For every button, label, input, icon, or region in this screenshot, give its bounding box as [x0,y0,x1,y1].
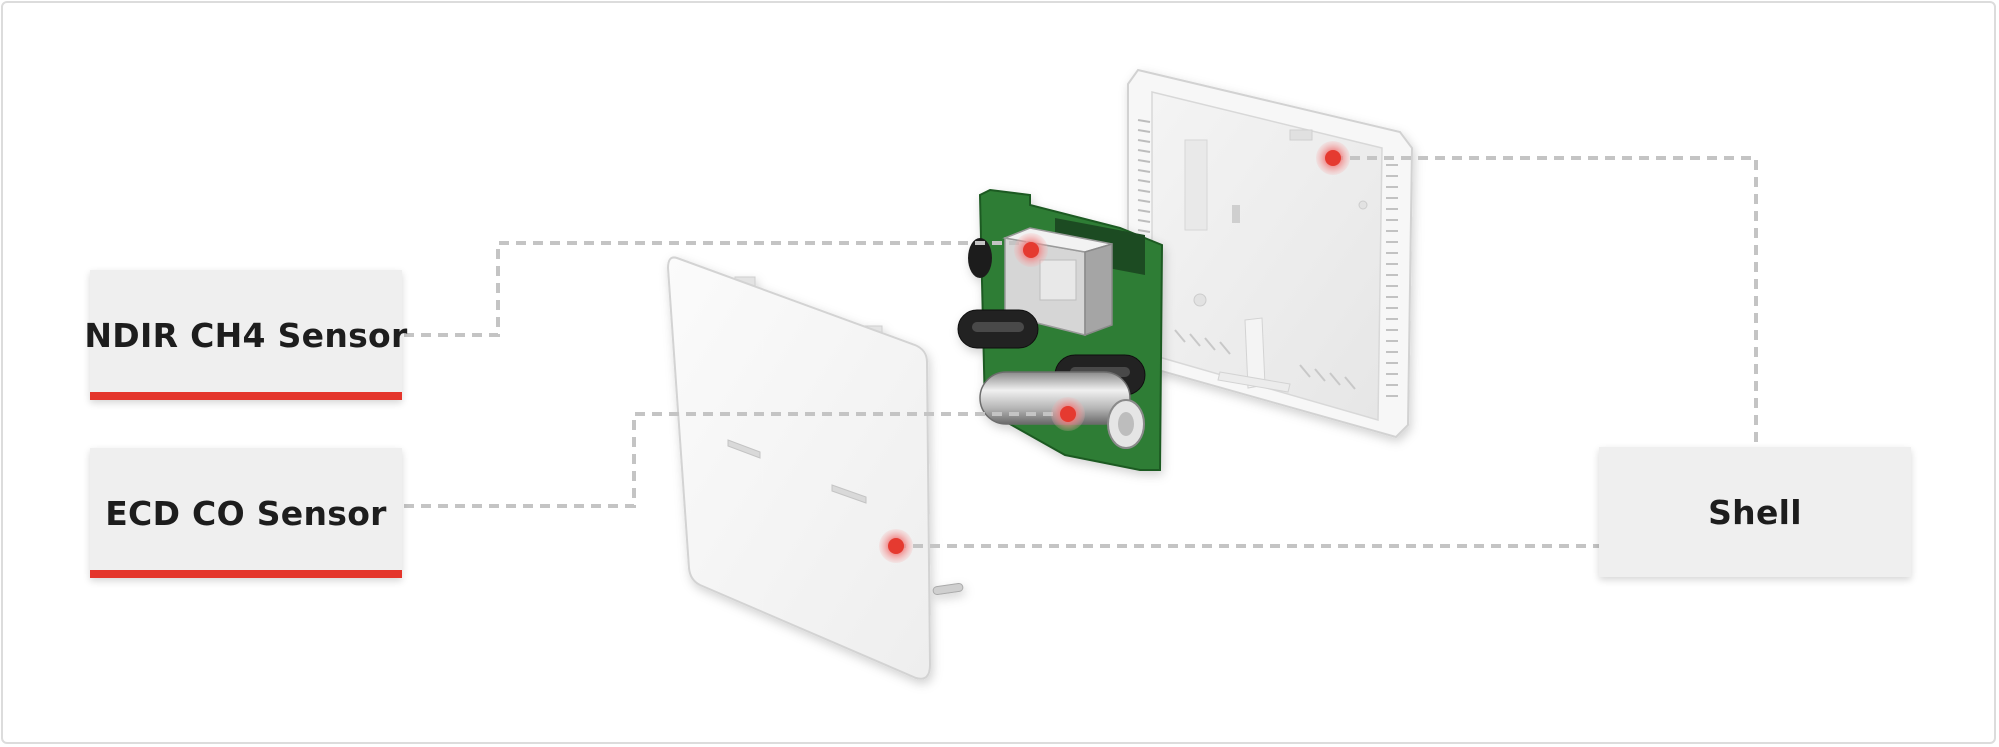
connector-ecd [404,412,1068,508]
rear-shell-screw-boss [1358,200,1368,210]
marker-front-cover [879,529,913,563]
rear-shell-rib [1184,139,1208,231]
ecd-label-accent-bar [90,570,402,578]
marker-ecd [1051,397,1085,431]
rear-shell-screw-boss [1193,293,1207,307]
ecd-co-sensor-label-box: ECD CO Sensor [90,448,402,578]
ndir-sensor-lens [968,238,992,278]
connector-ndir [404,241,1030,337]
front-cover-vent-left [727,439,761,459]
rear-shell-bottom-vents [1174,329,1356,390]
ndir-ch4-sensor-label: NDIR CH4 Sensor [84,315,408,355]
ndir-ch4-sensor-label-box: NDIR CH4 Sensor [84,270,407,400]
ecd-co-sensor-label: ECD CO Sensor [105,493,387,533]
front-cover-face [666,256,932,680]
front-cover-vent-right [831,484,867,504]
rear-shell [1127,68,1414,439]
marker-rear-shell [1316,141,1350,175]
ndir-label-accent-bar [90,392,402,400]
front-cover-pin [932,582,964,596]
connector-shell-top [1333,156,1758,447]
ecd-sensor-cylinder [979,371,1145,449]
pcb-capsule-left-highlight [972,322,1024,332]
rear-shell-ledge [1217,371,1291,393]
rear-shell-tab [1289,129,1313,141]
shell-label-box: Shell [1599,447,1911,577]
front-cover-panel [666,256,964,680]
connector-lines [404,156,1758,548]
shell-label: Shell [1708,492,1802,532]
marker-ndir [1014,233,1048,267]
rear-shell-slot [1232,205,1240,223]
rear-shell-right-vents [1386,164,1398,397]
